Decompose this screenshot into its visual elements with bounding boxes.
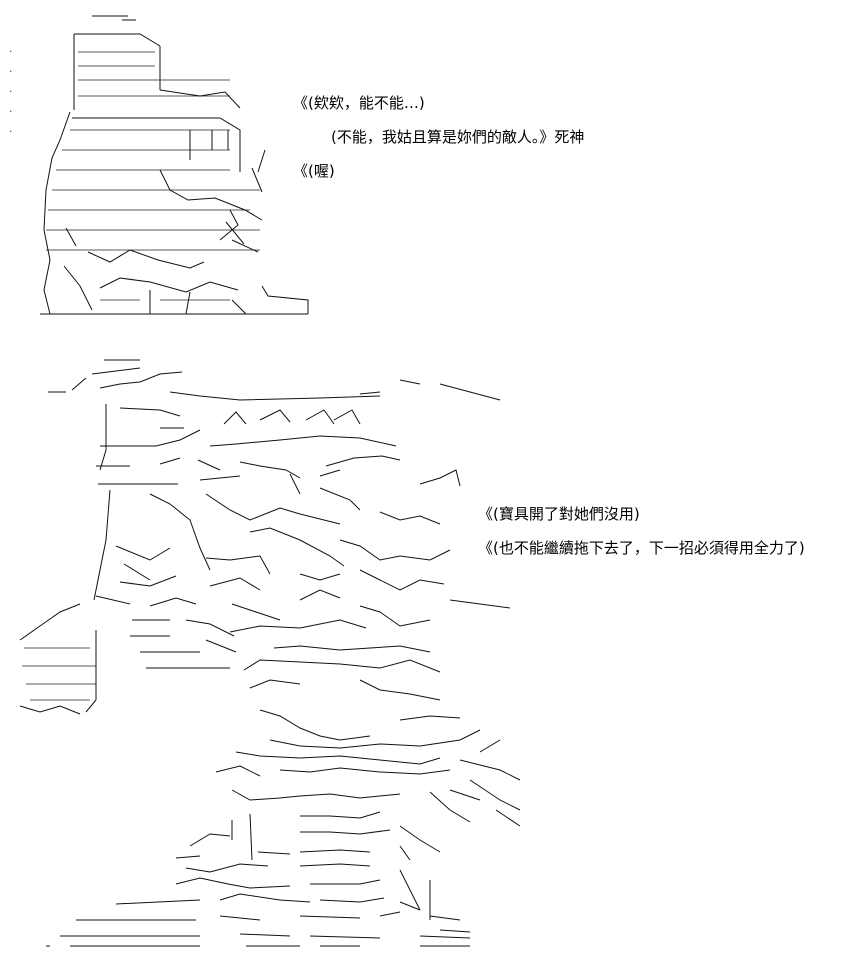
dialogue-line: (不能，我姑且算是妳們的敵人。》死神 [331,128,585,146]
dialogue-line: 《(欸欸，能不能…) [293,94,425,112]
dialogue-line: 《(喔) [293,162,335,180]
dialogue-line: 《(寶具開了對她們沒用) [478,505,640,523]
dialogue-line: 《(也不能繼續拖下去了，下一招必須得用全力了) [478,539,805,557]
margin-dots-1: . . . . . [8,45,14,135]
